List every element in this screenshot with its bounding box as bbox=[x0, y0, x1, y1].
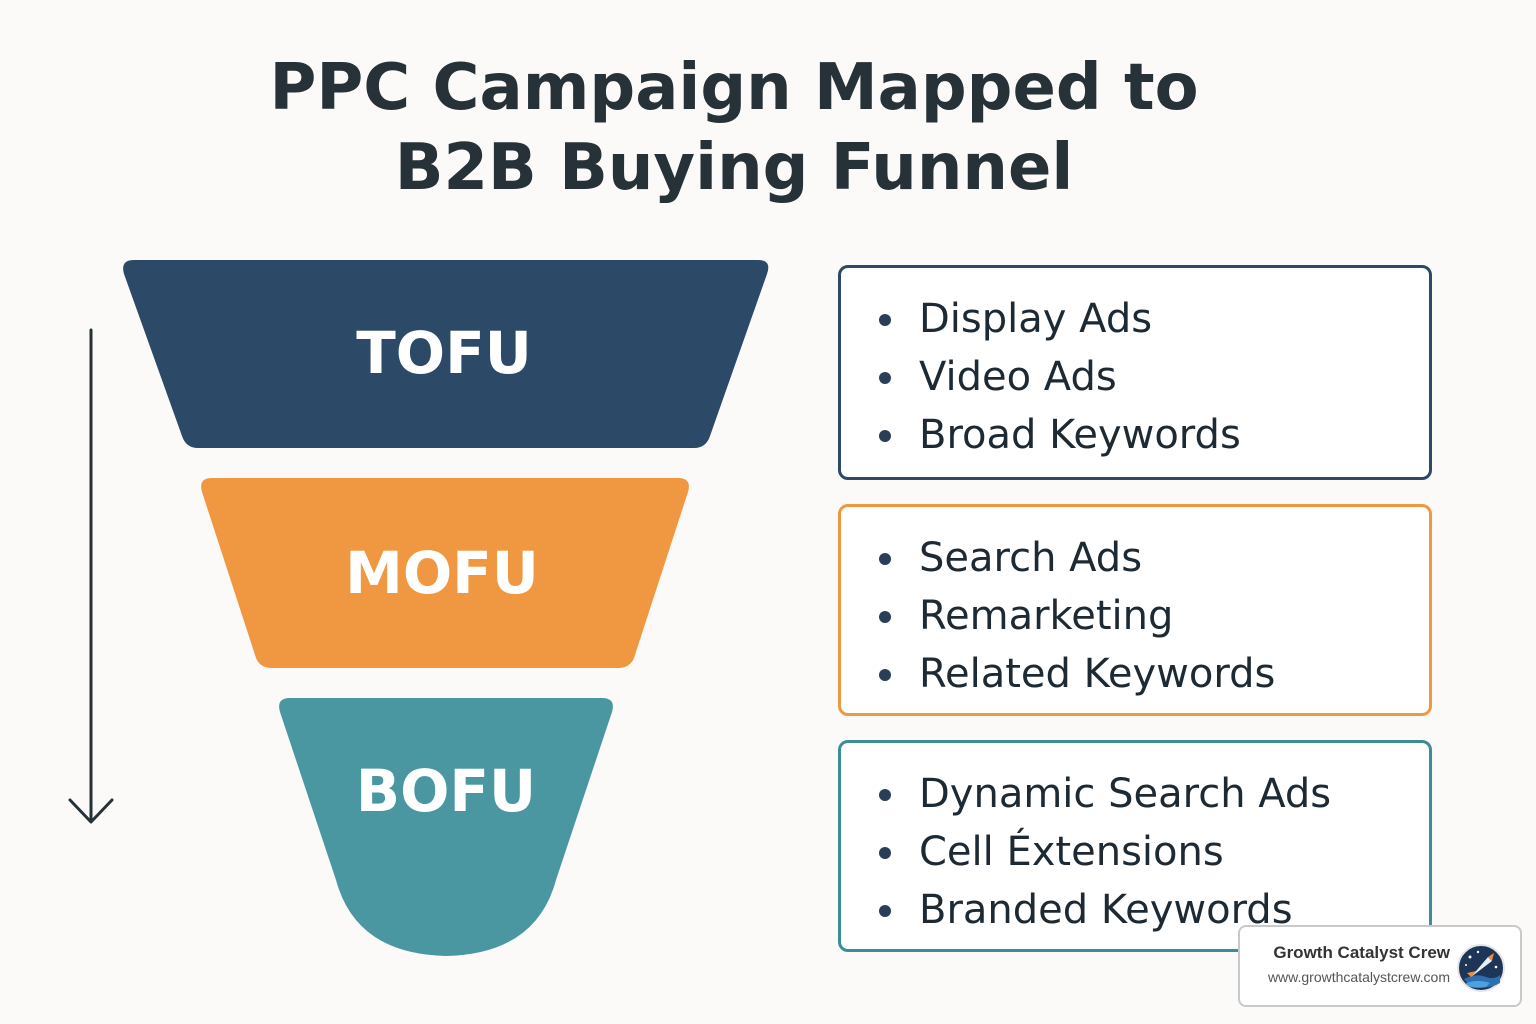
bullet-icon bbox=[879, 372, 891, 384]
tactics-list: Display Ads Video Ads Broad Keywords bbox=[877, 290, 1241, 464]
diagram-title: PPC Campaign Mapped to B2B Buying Funnel bbox=[0, 48, 1468, 208]
tactics-box-mofu: Search Ads Remarketing Related Keywords bbox=[838, 504, 1432, 716]
list-item: Video Ads bbox=[877, 348, 1241, 406]
title-line-1: PPC Campaign Mapped to bbox=[269, 51, 1199, 125]
rocket-logo-icon bbox=[1457, 944, 1505, 992]
tactics-list: Dynamic Search Ads Cell Éxtensions Brand… bbox=[877, 765, 1331, 939]
list-item-text: Related Keywords bbox=[919, 651, 1276, 697]
list-item: Search Ads bbox=[877, 529, 1275, 587]
down-arrow-icon bbox=[68, 328, 114, 824]
list-item: Cell Éxtensions bbox=[877, 823, 1331, 881]
list-item-text: Remarketing bbox=[919, 593, 1174, 639]
list-item: Display Ads bbox=[877, 290, 1241, 348]
list-item: Broad Keywords bbox=[877, 406, 1241, 464]
funnel-segment-bofu bbox=[279, 698, 613, 956]
tactics-list: Search Ads Remarketing Related Keywords bbox=[877, 529, 1275, 703]
list-item-text: Video Ads bbox=[919, 354, 1117, 400]
stage-label-mofu: MOFU bbox=[345, 539, 539, 607]
bullet-icon bbox=[879, 789, 891, 801]
title-line-2: B2B Buying Funnel bbox=[394, 131, 1074, 205]
bullet-icon bbox=[879, 430, 891, 442]
tactics-box-bofu: Dynamic Search Ads Cell Éxtensions Brand… bbox=[838, 740, 1432, 952]
list-item: Remarketing bbox=[877, 587, 1275, 645]
bullet-icon bbox=[879, 611, 891, 623]
list-item: Branded Keywords bbox=[877, 881, 1331, 939]
list-item-text: Display Ads bbox=[919, 296, 1153, 342]
bullet-icon bbox=[879, 669, 891, 681]
bullet-icon bbox=[879, 314, 891, 326]
bullet-icon bbox=[879, 847, 891, 859]
list-item-text: Search Ads bbox=[919, 535, 1143, 581]
tactics-box-tofu: Display Ads Video Ads Broad Keywords bbox=[838, 265, 1432, 480]
brand-name: Growth Catalyst Crew bbox=[1273, 943, 1450, 962]
bullet-icon bbox=[879, 553, 891, 565]
list-item: Dynamic Search Ads bbox=[877, 765, 1331, 823]
list-item: Related Keywords bbox=[877, 645, 1275, 703]
brand-url[interactable]: www.growthcatalystcrew.com bbox=[1267, 969, 1450, 985]
stage-label-tofu: TOFU bbox=[356, 319, 532, 387]
list-item-text: Dynamic Search Ads bbox=[919, 771, 1332, 817]
bullet-icon bbox=[879, 905, 891, 917]
list-item-text: Broad Keywords bbox=[919, 412, 1241, 458]
list-item-text: Cell Éxtensions bbox=[919, 829, 1224, 875]
stage-label-bofu: BOFU bbox=[355, 757, 537, 825]
list-item-text: Branded Keywords bbox=[919, 887, 1293, 933]
brand-watermark[interactable]: Growth Catalyst Crew www.growthcatalystc… bbox=[1238, 925, 1522, 1007]
